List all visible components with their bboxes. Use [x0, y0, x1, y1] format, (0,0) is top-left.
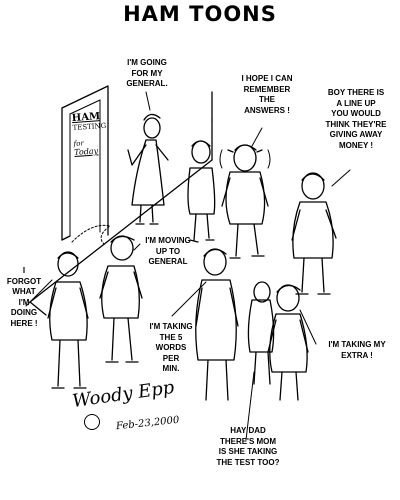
- nervous-man-figure: [219, 144, 271, 259]
- door-sign-line2: TESTING: [72, 121, 107, 133]
- man-extra-figure: [267, 284, 309, 401]
- man-back-figure: [187, 140, 216, 243]
- man-five-wpm-figure: [195, 248, 239, 401]
- woman-figure: [127, 113, 169, 225]
- room-walls: [29, 85, 213, 316]
- man-moving-up-figure: [99, 235, 143, 363]
- boy-figure: [247, 281, 275, 385]
- man-left-figure: [47, 251, 89, 389]
- signature-circle-mark: [84, 414, 100, 430]
- man-right-figure: [291, 172, 337, 295]
- speech-pointers: [25, 91, 351, 441]
- comic-title: HAM TOONS: [123, 2, 277, 26]
- door-sign: HAM TESTING for Today: [72, 111, 107, 157]
